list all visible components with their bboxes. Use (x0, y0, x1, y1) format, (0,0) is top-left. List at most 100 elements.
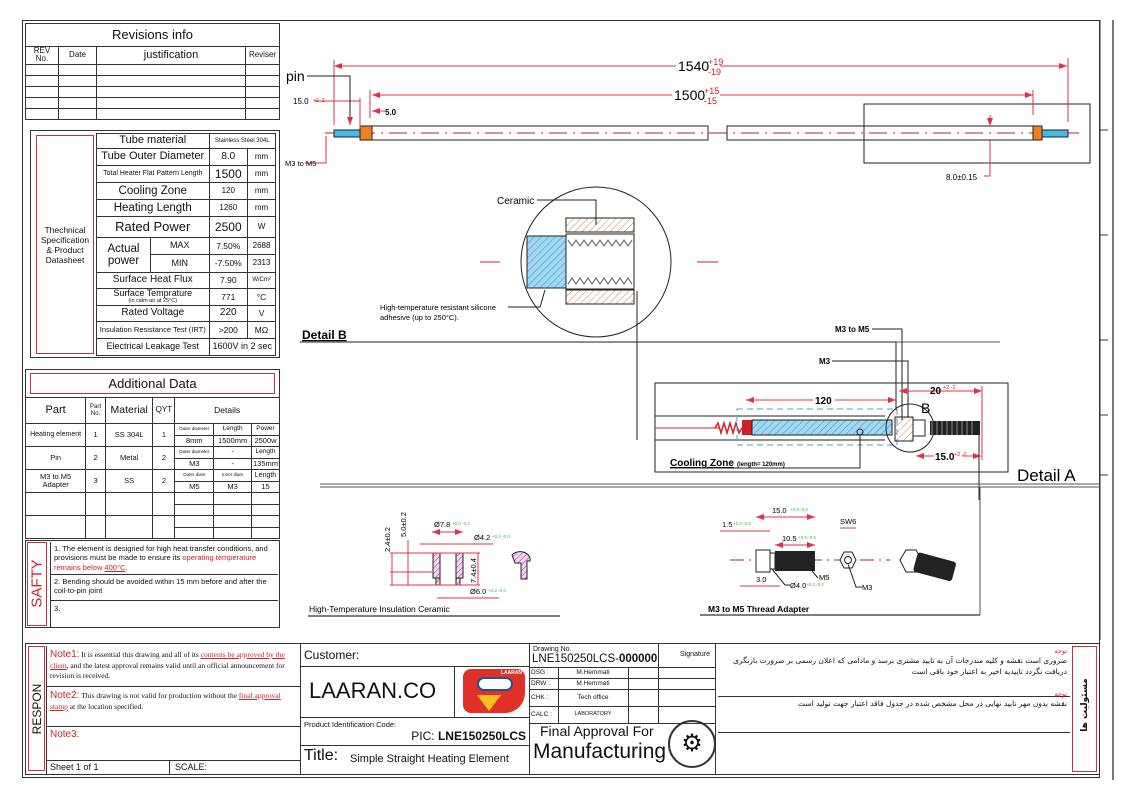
logo-text: LAARAN (500, 670, 522, 676)
adapter-dim-1-5: 1.5 (722, 520, 732, 529)
part-material: SS 304L (104, 423, 154, 447)
persian-heading-2: توجه (1054, 690, 1067, 698)
adapter-dim-15: 15.0 (772, 506, 787, 515)
part-name: Heating element (24, 423, 87, 447)
adapter-sw6: SW6 (840, 517, 856, 526)
safety-text: 1. The element is designed for high heat… (54, 544, 268, 563)
adapter-dim-15-tol: +0.5 -0.5 (790, 507, 808, 512)
additional-title: Additional Data (108, 376, 197, 391)
safety-item-3: 3. (50, 601, 278, 627)
role-key: CHK : (530, 689, 559, 707)
tol-15: +2 -2 (313, 98, 325, 104)
ceramic-part-view: 2.4±0.2 5.0±0.2 7.4±0.4 Ø7.8 +0.0 -0.2 Ø… (308, 512, 560, 617)
pic-code: PIC: LNE150250LCS (300, 729, 526, 743)
customer-label: Customer: (304, 648, 360, 662)
dim-1500: 1500 (674, 87, 705, 103)
gear-icon: ⚙ (681, 730, 703, 757)
detail-a-title: Detail A (1017, 466, 1076, 485)
detail-a-view: M3 to M5 M3 120 20 +2 -2 B 15.0 +2 -2 Co… (300, 325, 1100, 500)
persian-side-box (1072, 646, 1097, 772)
persian-text-2: نقشه بدون مهر تایید نهایی در محل مشخص شد… (798, 699, 1067, 709)
safety-text: . (125, 562, 128, 572)
detail-head: Outer diameter (174, 423, 215, 436)
divider (300, 666, 530, 667)
tol-1500-up: +15 (704, 86, 719, 96)
divider (300, 745, 530, 746)
persian-side-label: مسئولیت ها (1080, 678, 1090, 732)
ceramic-d60: Ø6.0 (470, 587, 486, 596)
adapter-dim-3: 3.0 (756, 575, 766, 584)
note-text: It is essential this drawing and all of … (81, 650, 201, 659)
detail-a-callout-box (863, 103, 1091, 164)
scale-info: SCALE: (175, 762, 208, 772)
m3-to-m5-callout: M3 to M5 (835, 325, 870, 334)
ceramic-d78-tol: +0.0 -0.2 (452, 521, 470, 526)
divider (300, 717, 530, 718)
revision-row (25, 107, 280, 120)
tube-left (371, 125, 709, 141)
note-1-highlight: contents be approved by the client (50, 650, 285, 670)
role-key: CALC : (530, 706, 559, 724)
respon-label: RESPON (30, 683, 44, 735)
adapter-dim-10-5-tol: +0.5 -0.5 (798, 535, 816, 540)
part-name: Pin (24, 446, 87, 470)
persian-divider-left (715, 643, 716, 775)
drawing-no-suffix: 000000 (618, 653, 658, 665)
drawing-no-prefix: LNE150250LCS- (532, 653, 619, 665)
role-key: DRW : (530, 678, 559, 690)
pin-right (1041, 129, 1069, 138)
company-name: LAARAN.CO (309, 678, 437, 703)
additional-title-box: Additional Data (30, 373, 275, 394)
spec-note: (in calm air at 25°C) (128, 297, 178, 304)
safety-highlight: operating temperature remains below (54, 553, 257, 572)
details-header: Details (174, 397, 280, 424)
note-3: Note3: (46, 727, 300, 761)
spec-label: Actual power (96, 237, 151, 273)
tube-top-view: 1540 +19 -19 1500 +15 -15 15.0 +2 -2 5.0… (285, 57, 1091, 182)
ceramic-dim-7-4: 7.4±0.4 (469, 558, 478, 583)
tol-1540-up: +19 (708, 57, 723, 67)
roles-table: DSG :M.Hemmati DRW :M.Hemmati CHK :Tech … (530, 667, 715, 724)
spec-unit: mm (247, 182, 276, 200)
ceramic-title: High-Temperature Insulation Ceramic (309, 604, 451, 614)
customer-block (300, 643, 530, 775)
cooling-zone-label: Cooling Zone (670, 458, 734, 469)
approval-stamp: ⚙ (668, 720, 716, 768)
adapter-right (1032, 125, 1043, 141)
detail-head: Length (250, 469, 281, 482)
part-name: M3 to M5 Adapter (24, 469, 87, 493)
detail-head: Outer diam (174, 469, 215, 482)
spec-label: Rated Power (96, 216, 210, 238)
dim-20: 20 (930, 386, 942, 397)
spec-frame (30, 130, 280, 358)
spec-label: Surface Temprature (113, 288, 193, 299)
note-text: This drawing is not valid for production… (81, 691, 239, 700)
drawing-no: LNE150250LCS-000000 (532, 653, 657, 665)
pic-prefix: PIC: (411, 729, 438, 743)
tol-15b: +2 -2 (954, 452, 967, 458)
adapter-m3: M3 (862, 583, 872, 592)
dim-1540: 1540 (678, 58, 709, 74)
adhesive-label-1: High-temperature resistant silicone (380, 303, 496, 312)
frame-ticks (1099, 20, 1108, 640)
title-label: Title: (304, 747, 339, 764)
adapter-dim-1-5-tol: +0.5 -0.5 (733, 521, 751, 526)
diameter-label: 8.0±0.15 (946, 173, 978, 182)
persian-heading-1: توجه (1054, 647, 1067, 655)
note-1: Note1: It is essential this drawing and … (46, 646, 300, 687)
pic-label: Product Identification Code: (304, 720, 397, 729)
adapter-dim-10-5: 10.5 (782, 534, 797, 543)
spec-value: 2500 (208, 216, 249, 238)
revision-row (25, 63, 280, 76)
sheet-info: Sheet 1 of 1 (46, 761, 170, 775)
ceramic-d78: Ø7.8 (434, 520, 450, 529)
role-value: Tech office (557, 689, 629, 707)
revisions-table: Revisions info REV No. Date justificatio… (25, 23, 280, 120)
adapter-d40: Ø4.0 (790, 581, 806, 590)
spec-side-box: Thechnical Specification & Product Datas… (36, 135, 94, 354)
role-value: M.Hemmati (557, 678, 629, 690)
note-text: , and the latest approval remains valid … (50, 661, 285, 680)
title-block (25, 643, 1100, 775)
dim-120: 120 (815, 396, 832, 407)
